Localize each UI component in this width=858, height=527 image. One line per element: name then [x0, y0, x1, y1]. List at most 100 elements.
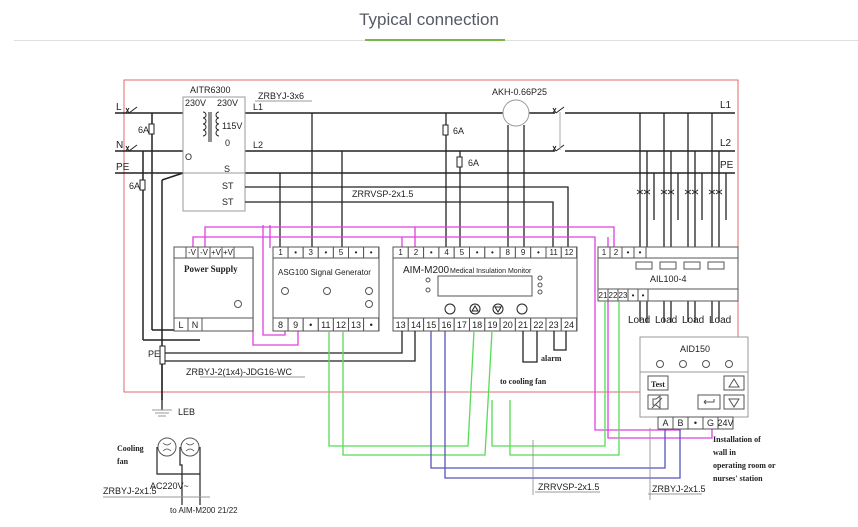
- transformer-tap: 115V: [222, 121, 242, 131]
- green-wires: [328, 301, 620, 456]
- terminal-label: 9: [521, 248, 526, 257]
- terminal-label: -V: [200, 248, 209, 257]
- current-transformer-icon: [502, 99, 530, 127]
- terminal: [187, 317, 203, 332]
- blue-wires: [430, 331, 681, 479]
- terminal-label: 17: [457, 320, 467, 330]
- signal-generator-label: ASG100 Signal Generator: [278, 268, 371, 277]
- enter-icon: [703, 399, 715, 405]
- set-button-icon[interactable]: [444, 303, 456, 315]
- cable-label-top: ZRBYJ-3x6: [258, 91, 304, 101]
- terminal-label: 11: [321, 320, 330, 330]
- terminal-label: +V: [211, 248, 222, 257]
- down-arrow-icon: [728, 398, 740, 408]
- bus-label-pe-right: PE: [720, 160, 734, 171]
- bus-lines: [115, 112, 735, 174]
- terminal-label: •: [355, 248, 358, 257]
- terminal-label: •: [370, 320, 373, 330]
- label-l2-left: L2: [253, 140, 263, 150]
- terminal-label: N: [192, 320, 199, 330]
- transformer-st1: ST: [222, 181, 234, 191]
- terminal-label: 21: [518, 320, 528, 330]
- terminal-label: 24: [564, 320, 574, 330]
- pe-terminal-icon: [159, 345, 166, 365]
- mute-icon: [651, 395, 663, 409]
- terminal: [637, 288, 649, 302]
- monitor-model: AIM-M200: [403, 265, 450, 276]
- terminal-label: 2: [414, 248, 419, 257]
- terminal-label: •: [639, 248, 642, 257]
- terminal-label: •: [324, 248, 327, 257]
- alarm-label: alarm: [541, 354, 562, 363]
- install-note-1: Installation of: [713, 435, 761, 444]
- terminal-label: 15: [426, 320, 436, 330]
- up-arrow-icon: [728, 378, 740, 388]
- terminal-label: 9: [293, 320, 298, 330]
- load-label: Load: [682, 315, 704, 326]
- terminal-label: L: [178, 320, 183, 330]
- terminal-label: 4: [444, 248, 449, 257]
- reset-button-icon[interactable]: [516, 303, 528, 315]
- terminal-label: 22: [533, 320, 543, 330]
- terminal-label: •: [309, 320, 312, 330]
- transformer-st2: ST: [222, 197, 234, 207]
- terminal-strip: -V-V+V+V: [185, 246, 235, 259]
- fuse-icon: [442, 124, 449, 136]
- bus-label-l2-right: L2: [720, 138, 732, 149]
- monitor-display: [437, 275, 533, 297]
- fuse-label: 6A: [138, 125, 149, 135]
- terminal-label: 8: [506, 248, 511, 257]
- bus-label-pe: PE: [116, 162, 130, 173]
- fuse-icon: [139, 179, 146, 191]
- to-cooling-fan-label: to cooling fan: [500, 377, 547, 386]
- terminal: [560, 317, 578, 332]
- leb-label: LEB: [178, 407, 195, 417]
- terminal-label: -V: [188, 248, 197, 257]
- load-label: Load: [709, 315, 731, 326]
- cable-tick-marks: [532, 428, 651, 500]
- terminal: [717, 416, 734, 430]
- terminal-label: •: [642, 291, 645, 300]
- aid150-label: AID150: [680, 344, 710, 354]
- terminal-label: 1: [398, 248, 403, 257]
- terminal-label: 11: [549, 248, 558, 257]
- transformer-box: [182, 96, 246, 212]
- terminal-label: 24V: [717, 418, 733, 428]
- test-button[interactable]: [647, 375, 669, 391]
- transformer-s: S: [224, 164, 230, 174]
- insulation-monitor-module: AIM-M200 Medical Insulation Monitor: [392, 246, 578, 332]
- cable-label-bottom-2: ZRBYJ-2x1.5: [652, 484, 706, 494]
- terminal-label: •: [430, 248, 433, 257]
- fan-icon: [180, 437, 200, 457]
- terminal: [363, 317, 380, 332]
- transformer-out-voltage: 230V: [217, 98, 238, 108]
- fuse-label: 6A: [453, 126, 464, 136]
- terminal-label: 3: [309, 248, 314, 257]
- terminal: [363, 246, 380, 259]
- bus-label-l: L: [116, 102, 122, 113]
- terminal-label: 8: [278, 320, 283, 330]
- fuse-icon: [456, 156, 463, 168]
- terminal: [560, 246, 578, 259]
- cable-label-bottom-1: ZRRVSP-2x1.5: [538, 482, 599, 492]
- title-underline-accent: [365, 39, 505, 41]
- terminal-label: 23: [549, 320, 559, 330]
- signal-generator-module: ASG100 Signal Generator: [272, 246, 380, 332]
- terminal-label: •: [476, 248, 479, 257]
- terminal-label: 12: [336, 320, 346, 330]
- terminal-label: 22: [609, 291, 618, 300]
- cooling-fan-label-2: fan: [117, 457, 129, 466]
- fuse-icon: [148, 123, 155, 135]
- bus-label-l1-right: L1: [720, 100, 732, 111]
- ct-label: AKH-0.66P25: [492, 87, 547, 97]
- terminal-label: •: [294, 248, 297, 257]
- fan-wires: [156, 447, 201, 505]
- ground-icon: [152, 409, 172, 417]
- breaker-icon: [125, 106, 565, 152]
